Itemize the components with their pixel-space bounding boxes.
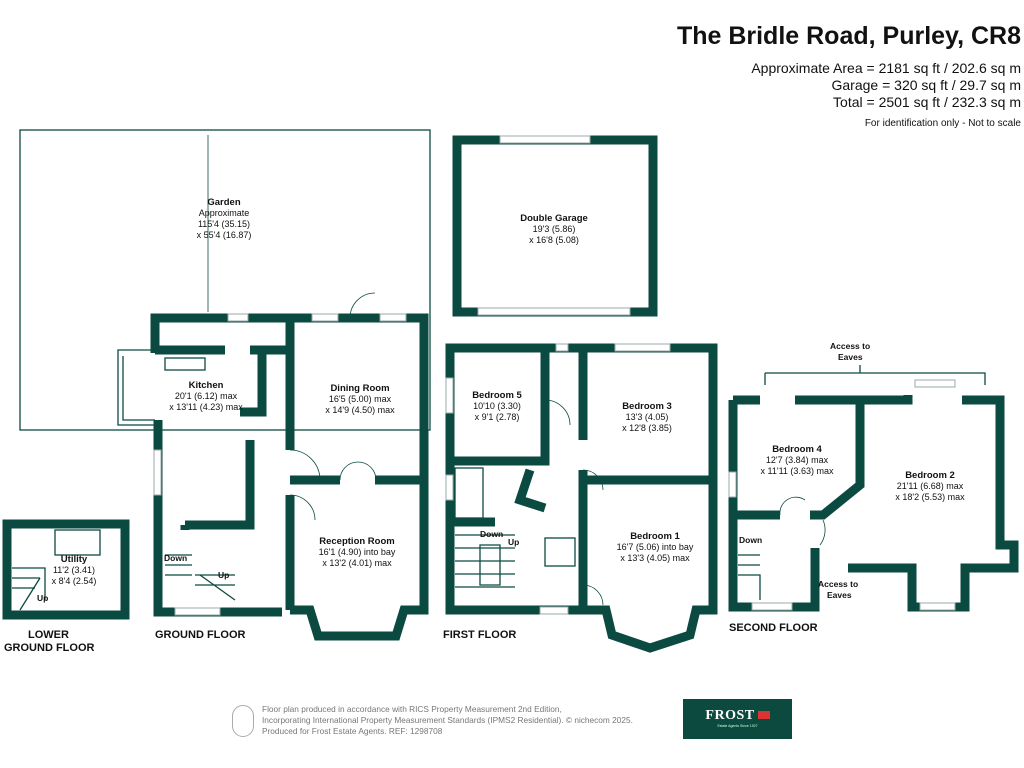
first-floor-label: FIRST FLOOR (443, 629, 516, 641)
utility-dim1: 11'2 (3.41) (53, 565, 95, 575)
garden-label: Garden (207, 197, 240, 208)
bedroom2-dim1: 21'11 (6.68) max (897, 481, 964, 491)
bedroom5-dim2: x 9'1 (2.78) (475, 412, 520, 422)
second-floor: Access to Eaves Bedroom 4 12'7 (3.84) ma… (728, 341, 1019, 634)
eaves-bottom-label-1: Access to (818, 579, 858, 589)
footer-line-2: Incorporating International Property Mea… (262, 715, 633, 725)
bedroom3-dim2: x 12'8 (3.85) (622, 423, 672, 433)
footer-disclaimer: Floor plan produced in accordance with R… (262, 704, 633, 737)
garden-dim1: 115'4 (35.15) (198, 219, 250, 229)
eaves-top-label-1: Access to (830, 341, 870, 351)
bedroom1-dim1: 16'7 (5.06) into bay (617, 542, 694, 552)
kitchen-dim1: 20'1 (6.12) max (175, 391, 238, 401)
garage-dim1: 19'3 (5.86) (533, 224, 576, 234)
frost-logo: FROST Estate Agents Since 1927 (683, 699, 792, 739)
double-garage: Double Garage 19'3 (5.86) x 16'8 (5.08) (452, 135, 658, 317)
stairs-down-label: Down (480, 529, 503, 539)
garage-label: Double Garage (520, 213, 588, 224)
logo-mark-icon (757, 711, 770, 719)
dining-dim1: 16'5 (5.00) max (329, 394, 392, 404)
garage-area: Garage = 320 sq ft / 29.7 sq m (831, 77, 1022, 93)
stairs-down-label: Down (739, 535, 762, 545)
total-area: Total = 2501 sq ft / 232.3 sq m (833, 94, 1021, 110)
logo-brand: FROST (705, 708, 755, 723)
bedroom3-label: Bedroom 3 (622, 401, 672, 412)
eaves-top-label-2: Eaves (838, 352, 863, 362)
ground-floor: Kitchen 20'1 (6.12) max x 13'11 (4.23) m… (117, 292, 429, 641)
reception-dim1: 16'1 (4.90) into bay (319, 547, 396, 557)
dining-label: Dining Room (330, 383, 389, 394)
dining-dim2: x 14'9 (4.50) max (325, 405, 395, 415)
garden-approx: Approximate (199, 208, 250, 218)
approximate-area: Approximate Area = 2181 sq ft / 202.6 sq… (751, 60, 1021, 76)
bedroom5-label: Bedroom 5 (472, 390, 522, 401)
logo-tagline: Estate Agents Since 1927 (717, 724, 758, 728)
bedroom4-label: Bedroom 4 (772, 444, 822, 455)
stairs-up-label: Up (508, 537, 519, 547)
bedroom4-dim2: x 11'11 (3.63) max (761, 466, 834, 476)
lower-label-1: LOWER (28, 629, 69, 641)
footer-line-1: Floor plan produced in accordance with R… (262, 704, 562, 714)
second-floor-label: SECOND FLOOR (729, 622, 818, 634)
utility-dim2: x 8'4 (2.54) (52, 576, 97, 586)
garden-dim2: x 55'4 (16.87) (197, 230, 252, 240)
utility-label: Utility (61, 554, 88, 565)
stairs-down-label: Down (164, 553, 187, 563)
bedroom1-dim2: x 13'3 (4.05) max (620, 553, 690, 563)
reception-label: Reception Room (319, 536, 394, 547)
bedroom5-dim1: 10'10 (3.30) (473, 401, 521, 411)
bedroom1-label: Bedroom 1 (630, 531, 680, 542)
reception-dim2: x 13'2 (4.01) max (322, 558, 392, 568)
property-title: The Bridle Road, Purley, CR8 (676, 22, 1021, 50)
kitchen-label: Kitchen (189, 380, 224, 391)
lower-ground-floor: Utility 11'2 (3.41) x 8'4 (2.54) Up LOWE… (2, 519, 130, 654)
bedroom4-dim1: 12'7 (3.84) max (766, 455, 829, 465)
garden: Garden Approximate 115'4 (35.15) x 55'4 … (19, 129, 431, 431)
bedroom3-dim1: 13'3 (4.05) (626, 412, 669, 422)
footer-line-3: Produced for Frost Estate Agents. REF: 1… (262, 726, 443, 736)
bedroom2-dim2: x 18'2 (5.53) max (895, 492, 965, 502)
bedroom2-label: Bedroom 2 (905, 470, 955, 481)
kitchen-dim2: x 13'11 (4.23) max (169, 402, 243, 412)
first-floor: Bedroom 5 10'10 (3.30) x 9'1 (2.78) Bedr… (443, 343, 718, 653)
stairs-up-label: Up (37, 593, 48, 603)
scale-note: For identification only - Not to scale (864, 118, 1021, 129)
person-icon (232, 705, 254, 737)
ground-floor-label: GROUND FLOOR (155, 629, 245, 641)
eaves-bottom-label-2: Eaves (827, 590, 852, 600)
garage-dim2: x 16'8 (5.08) (529, 235, 579, 245)
lower-label-2: GROUND FLOOR (4, 642, 94, 654)
stairs-up-label: Up (218, 570, 229, 580)
